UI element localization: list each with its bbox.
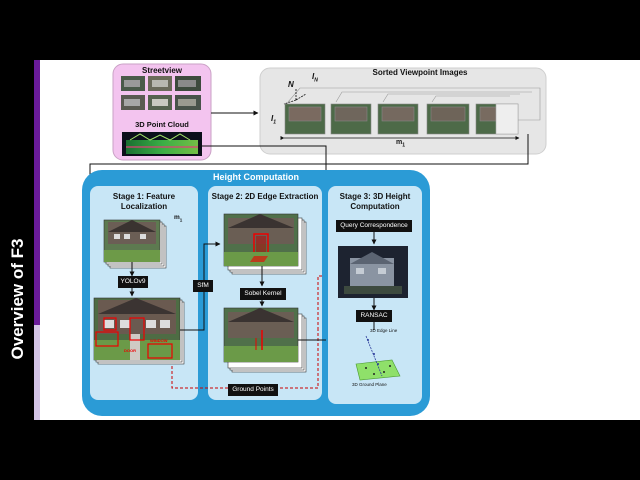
stage1-title: Stage 1: Feature Localization <box>112 192 176 211</box>
query-box: Query Correspondence <box>336 220 412 232</box>
ground-points-box: Ground Points <box>228 384 278 396</box>
streetview-title: Streetview <box>141 66 183 75</box>
sfm-box: SfM <box>193 280 213 292</box>
viewpoint-frames <box>287 87 541 121</box>
stage1-detection-stack <box>93 297 185 365</box>
viewpoint-images <box>284 103 519 135</box>
height-computation-title: Height Computation <box>213 172 299 182</box>
ground-plane-label: 3D Ground Plane <box>352 382 387 387</box>
stage2-bottom-image-stack <box>223 307 307 373</box>
accent-bar <box>34 60 40 325</box>
point-cloud-image <box>122 132 202 156</box>
detection-boxes <box>95 317 173 359</box>
label-m1: m1 <box>396 139 406 149</box>
stage3-title: Stage 3: 3D Height Computation <box>339 192 411 211</box>
stage2-top-image-stack <box>223 213 307 275</box>
door-label: DOOR <box>124 348 136 353</box>
ground-points-up <box>317 275 322 330</box>
axis-icon <box>283 88 307 105</box>
sidebar: Overview of F3 <box>0 60 36 420</box>
window-label: WINDOW <box>150 338 168 343</box>
viewpoint-title: Sorted Viewpoint Images <box>372 68 468 77</box>
yolo-box: YOLOv9 <box>118 276 148 288</box>
streetview-thumbnails <box>121 76 201 110</box>
label-n: N <box>288 80 294 89</box>
label-i1: I1 <box>271 114 277 126</box>
point-cloud-title: 3D Point Cloud <box>135 120 189 129</box>
3d-plane-figure <box>355 335 401 381</box>
stage2-title: Stage 2: 2D Edge Extraction <box>211 192 319 201</box>
ransac-box: RANSAC <box>356 310 392 322</box>
accent-bar-light <box>34 325 40 420</box>
reconstruction-image <box>338 246 408 298</box>
edge-line-label: 3D Edge Line <box>370 328 398 333</box>
stage1-m1-label: m1 <box>174 214 183 223</box>
sobel-box: Sobel Kernel <box>240 288 286 300</box>
stage1-top-image-stack <box>103 219 167 269</box>
label-in: IN <box>312 72 318 84</box>
